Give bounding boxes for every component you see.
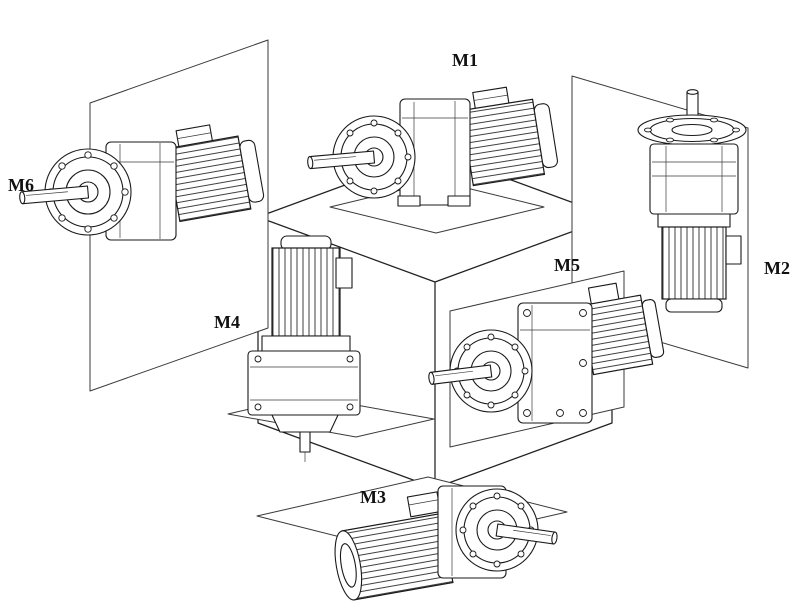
gearmotor-m4: [247, 235, 361, 462]
label-m6: M6: [8, 175, 34, 195]
m2-motor-body: [661, 226, 727, 300]
m4-motor-body: [271, 247, 341, 337]
label-m1: M1: [452, 50, 478, 70]
label-m2: M2: [764, 258, 790, 278]
m1-motor-body: [460, 86, 558, 187]
m4-output-shaft: [299, 431, 311, 453]
gearmotor-m2: [637, 89, 747, 313]
gearmotor-m6: [19, 124, 265, 241]
m2-fan-cover: [665, 298, 723, 313]
m2-terminal-box: [725, 235, 742, 265]
label-m4: M4: [214, 312, 240, 332]
m1-foot: [397, 195, 421, 207]
m4-gear-housing: [247, 350, 361, 416]
m4-terminal-box: [335, 257, 353, 289]
gearmotor-m3: [334, 485, 558, 601]
m2-gear-housing: [649, 143, 739, 215]
m1-foot: [447, 195, 471, 207]
m2-output-shaft: [686, 89, 699, 133]
m3-output-shaft: [495, 523, 558, 545]
label-m3: M3: [360, 487, 386, 507]
gearmotor-m1: [307, 86, 558, 207]
gearmotor-m5: [428, 282, 665, 424]
m4-bottom-face: [271, 414, 339, 433]
m1-output-shaft: [307, 150, 376, 170]
m5-output-shaft: [428, 364, 493, 385]
label-m5: M5: [554, 255, 580, 275]
m2-top-flange: [637, 114, 747, 146]
m6-output-shaft: [19, 185, 90, 205]
m4-adapter: [261, 335, 351, 352]
m2-adapter: [657, 213, 731, 228]
